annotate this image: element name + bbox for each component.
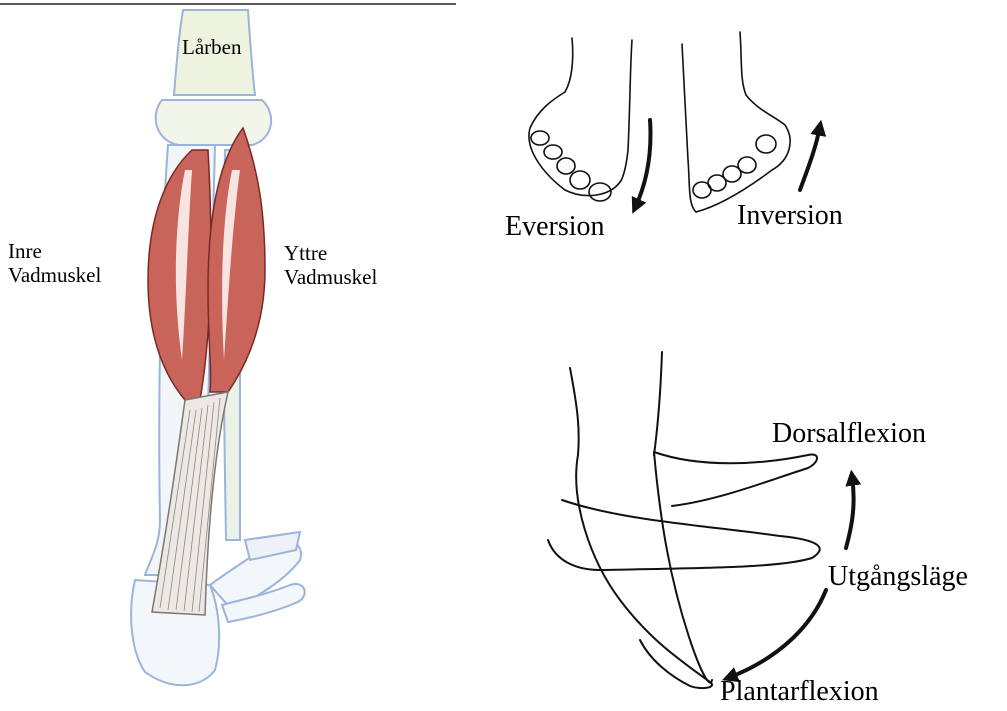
inner-calf-label-line2: Vadmuskel	[8, 264, 101, 288]
outer-calf-muscle	[208, 128, 265, 392]
foot-rotation-diagram	[529, 32, 820, 212]
neutral-arrow	[846, 476, 854, 548]
inverted-foot	[682, 32, 820, 212]
eversion-arrow	[635, 120, 650, 208]
neutral-foot	[548, 500, 820, 570]
inversion-label: Inversion	[737, 200, 843, 231]
inversion-arrow	[800, 126, 820, 190]
leg-illustration	[131, 10, 305, 685]
everted-foot	[529, 38, 651, 208]
plantar-foot	[576, 455, 712, 688]
outer-calf-label-line2: Vadmuskel	[284, 266, 377, 290]
inner-calf-label: Inre Vadmuskel	[8, 240, 101, 287]
inner-calf-label-line1: Inre	[8, 240, 101, 264]
dorsal-foot	[654, 452, 817, 506]
ankle-flexion-diagram	[548, 352, 854, 688]
neutral-position-label: Utgångsläge	[828, 561, 968, 592]
outer-calf-label: Yttre Vadmuskel	[284, 242, 377, 289]
thigh-label: Lårben	[182, 36, 241, 60]
plantar-arrow	[728, 590, 826, 678]
eversion-label: Eversion	[505, 211, 605, 242]
plantarflexion-label: Plantarflexion	[720, 676, 879, 707]
femur-bone	[156, 10, 271, 145]
shin-outline	[570, 352, 662, 455]
outer-calf-label-line1: Yttre	[284, 242, 377, 266]
dorsalflexion-label: Dorsalflexion	[772, 418, 926, 449]
